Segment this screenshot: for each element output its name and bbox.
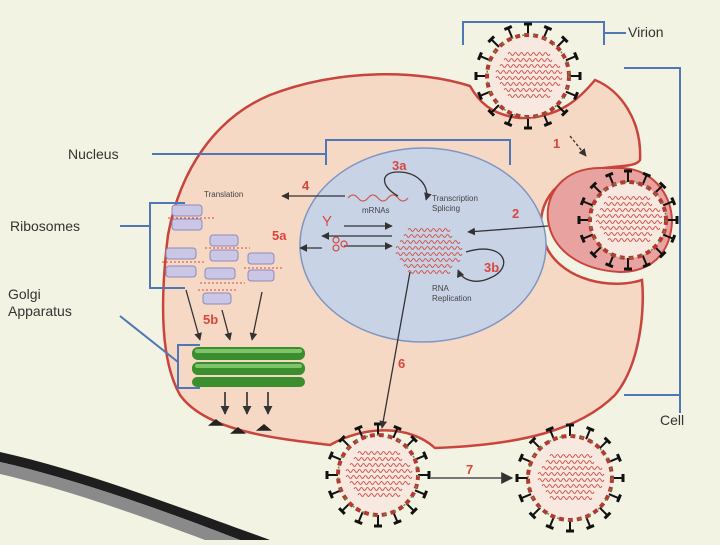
pathway-arrows bbox=[185, 135, 587, 484]
glycoproteins bbox=[207, 392, 273, 434]
mrnas-note: mRNAs bbox=[362, 206, 390, 215]
label-brackets bbox=[119, 21, 681, 413]
step-4: 4 bbox=[302, 178, 310, 193]
virion-entering bbox=[577, 169, 679, 271]
golgi-label-line1: Golgi bbox=[8, 286, 41, 302]
virion-label: Virion bbox=[628, 24, 664, 40]
step-3b: 3b bbox=[484, 260, 500, 275]
slide-swoosh-shadow bbox=[0, 462, 240, 540]
transcription-note-line2: Splicing bbox=[432, 204, 461, 213]
step-1: 1 bbox=[553, 136, 561, 151]
virion-released bbox=[515, 423, 625, 533]
step-2: 2 bbox=[512, 206, 520, 221]
virion-top bbox=[474, 22, 582, 130]
mrna-strand bbox=[347, 194, 409, 202]
replication-note-line2: Replication bbox=[432, 294, 472, 303]
golgi-label-line2: Apparatus bbox=[8, 303, 72, 319]
virion-spikes bbox=[325, 422, 431, 528]
golgi-apparatus bbox=[192, 347, 305, 387]
nucleus-label: Nucleus bbox=[68, 146, 119, 162]
ribosome-mrna bbox=[162, 217, 282, 291]
virion-budding bbox=[325, 422, 431, 528]
viral-components bbox=[322, 215, 348, 252]
step-3a: 3a bbox=[392, 158, 407, 173]
step-7: 7 bbox=[466, 462, 474, 477]
step-5b: 5b bbox=[203, 312, 219, 327]
step-6: 6 bbox=[398, 356, 406, 371]
replication-note-line1: RNA bbox=[432, 284, 449, 293]
cell-label: Cell bbox=[660, 412, 685, 428]
transcription-note-line1: Transcription bbox=[432, 194, 478, 203]
ribosomes-label: Ribosomes bbox=[10, 218, 81, 234]
virion-spikes bbox=[515, 423, 625, 533]
translation-note: Translation bbox=[204, 190, 244, 199]
step-5a: 5a bbox=[272, 228, 287, 243]
viral-rna-cluster bbox=[395, 228, 463, 274]
virion-spikes bbox=[474, 22, 582, 130]
slide-swoosh bbox=[0, 452, 270, 540]
ribosomes bbox=[165, 204, 275, 305]
